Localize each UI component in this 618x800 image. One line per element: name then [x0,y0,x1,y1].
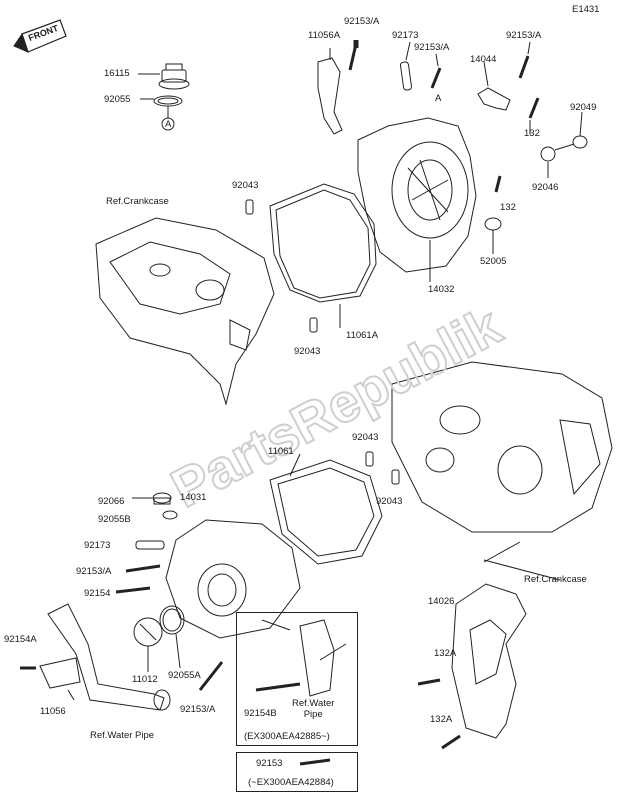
label-14031: 14031 [180,492,207,503]
seal-52005-part [484,217,502,254]
bolt-132A-a [417,678,441,686]
label-92154A: 92154A [4,634,37,645]
bolt-92154B-part [255,619,347,697]
cap-11012-part [133,617,163,672]
label-ref-water-pipe-box: Ref.Water Pipe [292,698,335,720]
label-92153A-5: 92153/A [180,704,216,715]
label-11056A: 11056A [308,30,341,41]
label-ref-water-pipe-left: Ref.Water Pipe [90,730,155,741]
label-92043-b: 92043 [294,346,321,357]
label-52005: 52005 [480,256,507,267]
label-92173: 92173 [392,30,419,41]
cover-14026-part [451,583,527,739]
label-14032: 14032 [428,284,455,295]
magneto-cover-14031-part [165,519,301,639]
bolt-132-upper [528,97,540,134]
label-11056: 11056 [40,706,66,717]
serial-box-before [236,752,358,792]
label-11012: 11012 [132,674,158,685]
bolt-92154-lower [115,586,151,594]
bolt-92153A-upper-3 [518,41,531,79]
oring-92055-part [140,95,183,131]
bracket-11056A-part [317,48,343,135]
dowel-92043-upper [245,199,318,333]
seal-92049-part [572,111,588,149]
label-92173-lower: 92173 [84,540,111,551]
label-11061: 11061 [268,446,294,457]
label-11061A: 11061A [346,330,379,341]
bracket-14044-part [477,61,511,111]
label-92066: 92066 [98,496,125,507]
dowel-92043-lower [365,451,400,485]
label-92153A-2: 92153/A [414,42,450,53]
label-92055B: 92055B [98,514,131,525]
gasket-11061-part [269,453,383,565]
label-92055A: 92055A [168,670,201,681]
label-16115: 16115 [104,68,130,79]
label-92043-a: 92043 [232,180,259,191]
label-box1-note: (EX300AEA42885~) [244,731,330,742]
crankcase-upper-drawing [95,217,275,406]
oring-92055B-part [162,510,178,520]
serial-box-after [236,612,358,746]
label-92154: 92154 [84,588,111,599]
label-92043-c: 92043 [352,432,379,443]
callout-a-left: A [165,119,172,130]
gasket-11061A-part [269,183,377,328]
plug-92046-part [540,143,575,178]
crankcase-lower-drawing [391,361,613,563]
label-92153A-3: 92153/A [506,30,542,41]
label-14026: 14026 [428,596,455,607]
label-92043-d: 92043 [376,496,403,507]
label-14044: 14044 [470,54,497,65]
cap-16115-part [138,63,190,90]
label-92153A-1: 92153/A [344,16,380,27]
bolt-132A-b [441,734,461,750]
bolt-92153A-upper-2 [430,53,442,89]
label-92154B: 92154B [244,708,277,719]
label-92153-box: 92153 [256,758,283,769]
bolt-132-mid [494,175,502,193]
callout-a-right: A [435,93,442,104]
diagram-id: E1431 [572,4,600,15]
bolt-92153A-lower [125,564,161,573]
label-92049: 92049 [570,102,597,113]
pin-92173-lower [135,540,165,550]
label-ref-crankcase-top: Ref.Crankcase [106,196,169,207]
label-92046: 92046 [532,182,559,193]
label-box2-note: (~EX300AEA42884) [248,777,334,788]
oring-92055A-part [159,605,185,669]
plug-92066-part [132,492,172,505]
pin-92173-upper [399,41,413,91]
label-92153A-4: 92153/A [76,566,112,577]
label-132A-b: 132A [430,714,453,725]
bolt-92153-box2 [299,758,331,766]
label-132-b: 132 [500,202,516,213]
front-arrow-icon [13,19,67,53]
label-132A-a: 132A [434,648,457,659]
bolt-92153A-upper [348,40,359,71]
label-92055: 92055 [104,94,131,105]
label-ref-crankcase-bot: Ref.Crankcase [524,574,587,585]
bolt-92153A-lower-2 [198,661,224,691]
water-pipe-left-drawing [20,603,171,711]
label-132-a: 132 [524,128,540,139]
